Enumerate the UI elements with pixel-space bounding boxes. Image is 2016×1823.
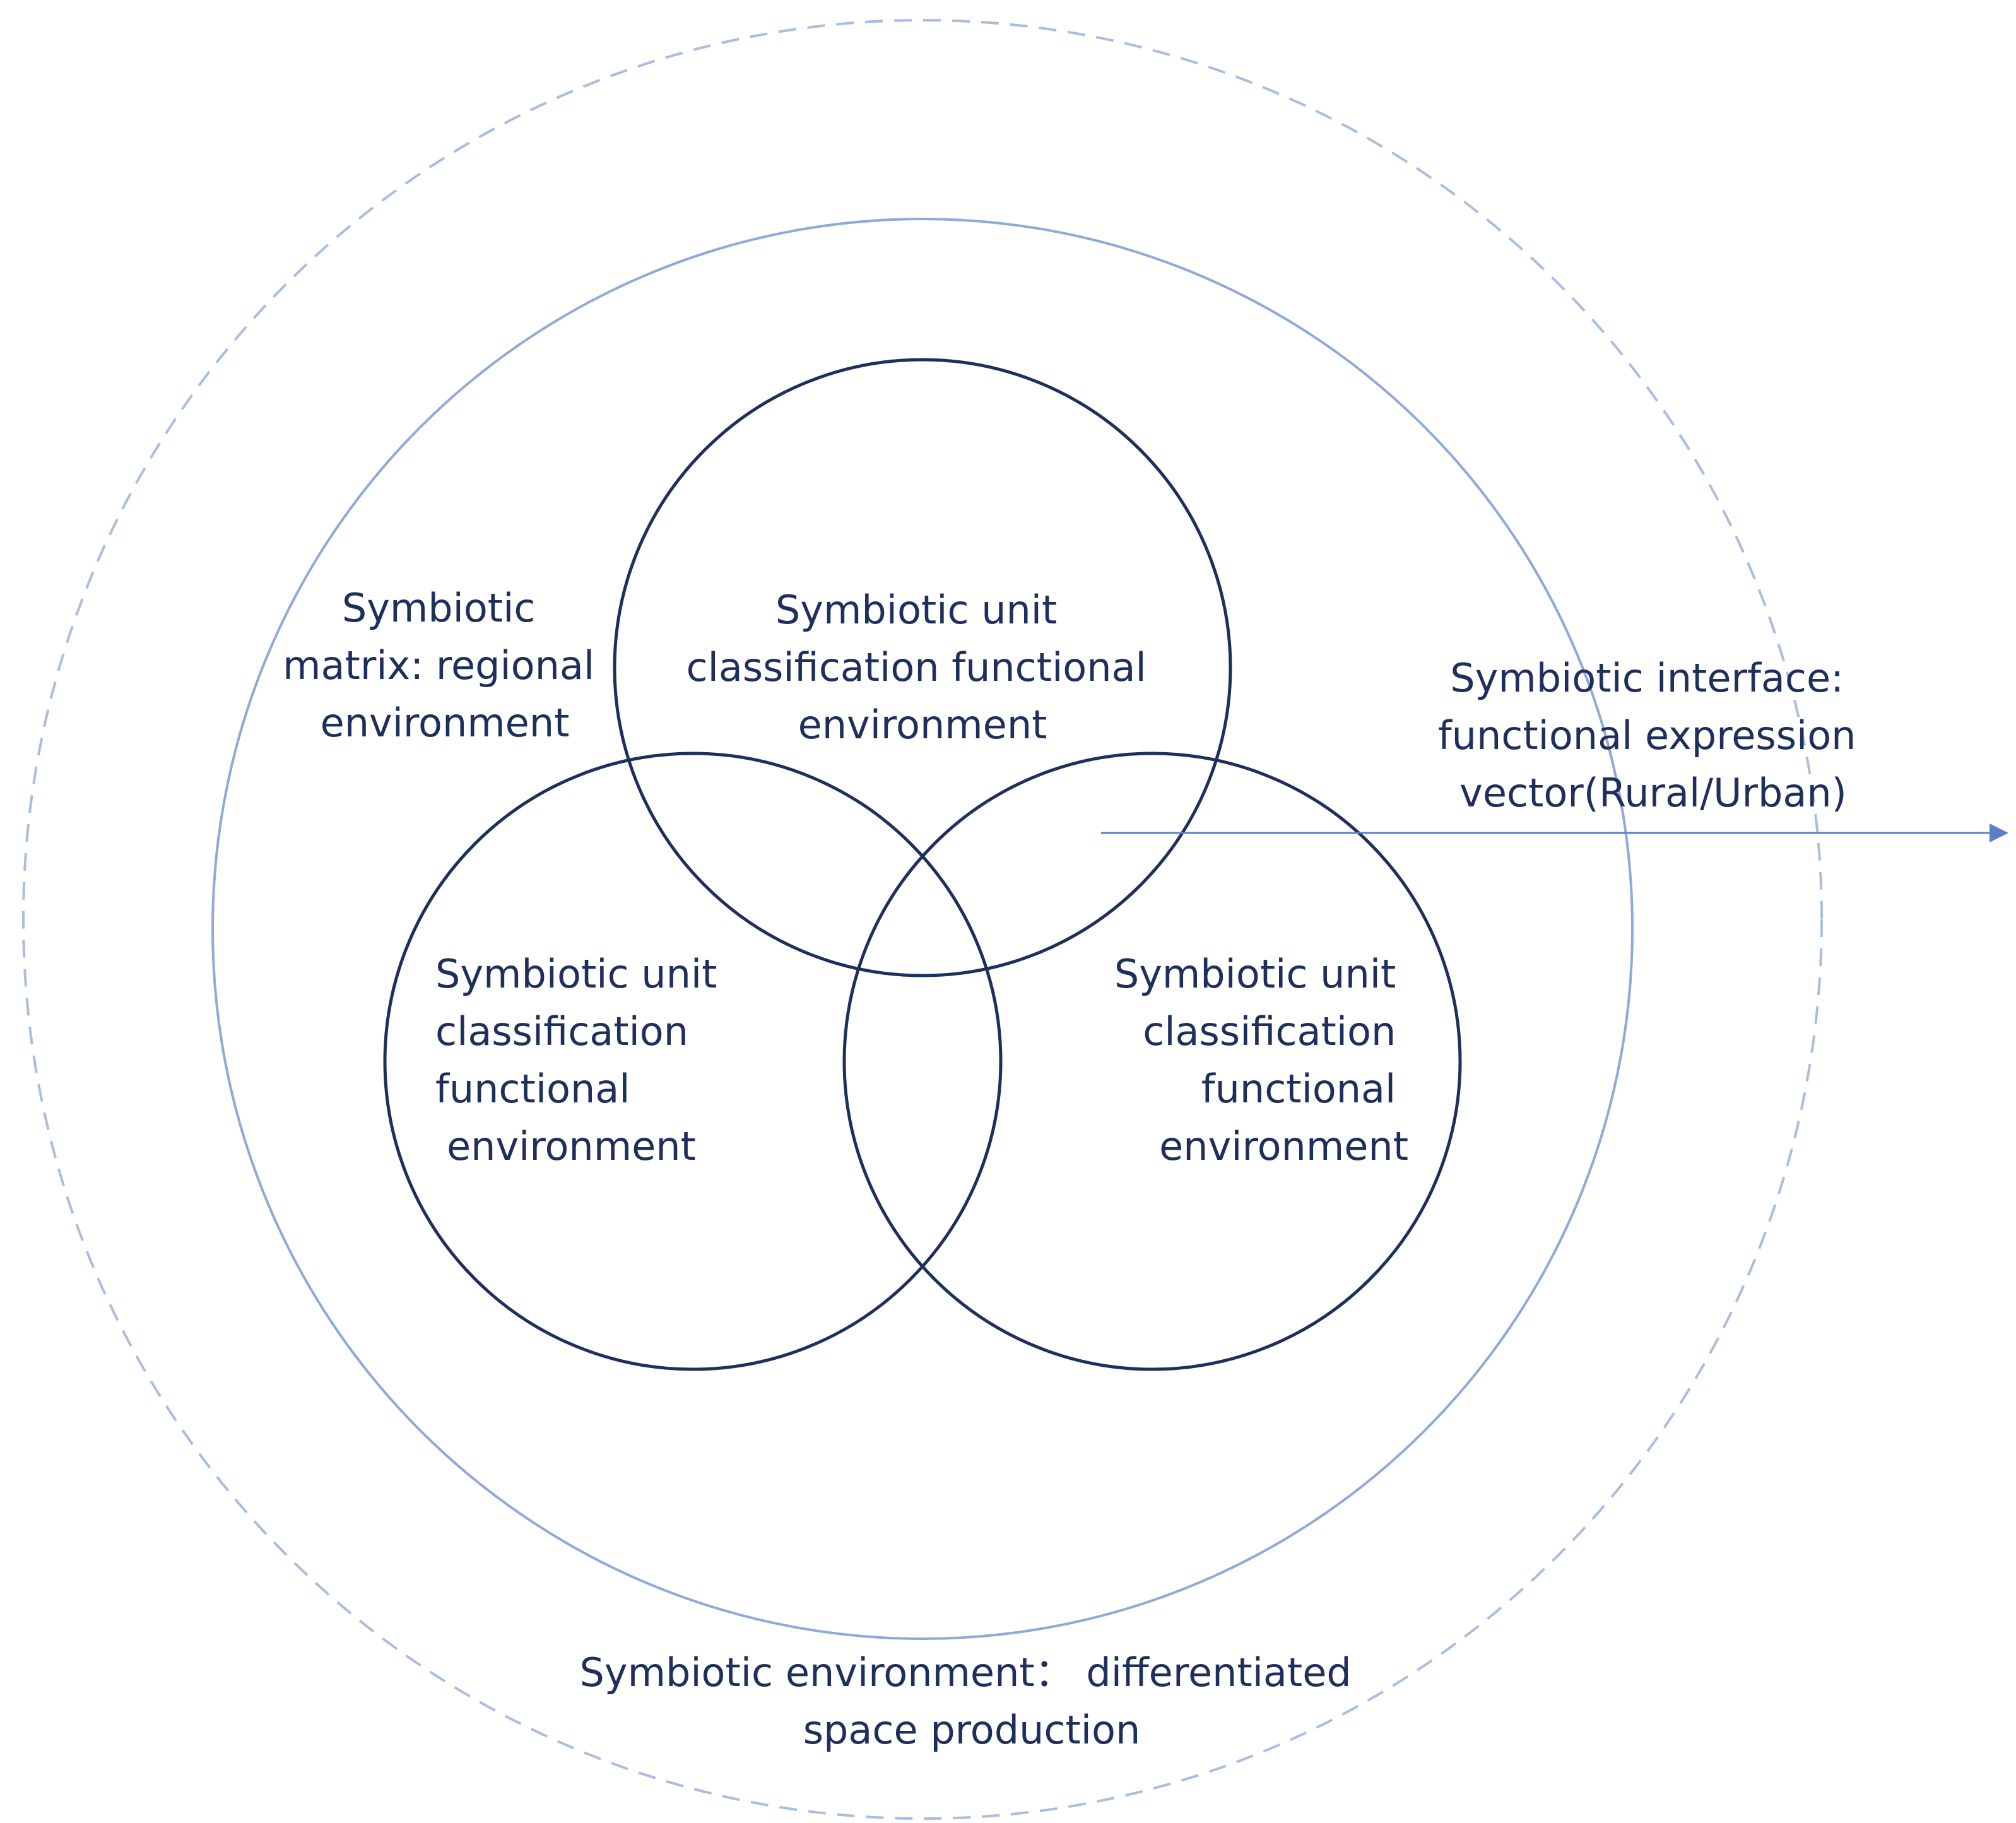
interface-label: Symbiotic interface: functional expressi… — [1438, 655, 1868, 816]
interface-label-line: Symbiotic interface: — [1450, 655, 1844, 701]
matrix-label-line: environment — [321, 700, 570, 746]
unit-top-label-line: environment — [798, 702, 1047, 748]
unit-right-label-line: environment — [1159, 1123, 1408, 1169]
environment-label-line: Symbiotic environment： differentiated — [580, 1649, 1352, 1696]
interface-label-line: vector(Rural/Urban) — [1459, 770, 1847, 816]
unit-top-label-line: classification functional — [687, 644, 1147, 690]
unit-circle-top — [613, 358, 1232, 977]
unit-top-label-line: Symbiotic unit — [775, 587, 1057, 633]
environment-label: Symbiotic environment： differentiated sp… — [580, 1649, 1364, 1753]
interface-label-line: functional expression — [1438, 712, 1856, 758]
symbiotic-matrix-circle — [211, 218, 1634, 1640]
unit-circle-left — [383, 752, 1003, 1371]
matrix-label-line: matrix: regional — [283, 642, 594, 688]
unit-right-label: Symbiotic unit classification functional… — [1114, 951, 1408, 1169]
unit-left-label-line: functional — [435, 1066, 630, 1112]
unit-circle-right — [842, 752, 1462, 1371]
matrix-label: Symbiotic matrix: regional environment — [283, 585, 607, 746]
unit-left-label-line: environment — [447, 1123, 696, 1169]
unit-left-label: Symbiotic unit classification functional… — [435, 951, 729, 1169]
symbiotic-environment-circle — [22, 19, 1823, 1820]
unit-right-label-line: functional — [1201, 1066, 1396, 1112]
environment-label-line: space production — [803, 1707, 1141, 1753]
unit-right-label-line: classification — [1143, 1008, 1396, 1054]
unit-top-label: Symbiotic unit classification functional… — [687, 587, 1159, 748]
unit-left-label-line: classification — [435, 1008, 688, 1054]
matrix-label-line: Symbiotic — [342, 585, 536, 631]
unit-left-label-line: Symbiotic unit — [435, 951, 717, 997]
unit-right-label-line: Symbiotic unit — [1114, 951, 1396, 997]
